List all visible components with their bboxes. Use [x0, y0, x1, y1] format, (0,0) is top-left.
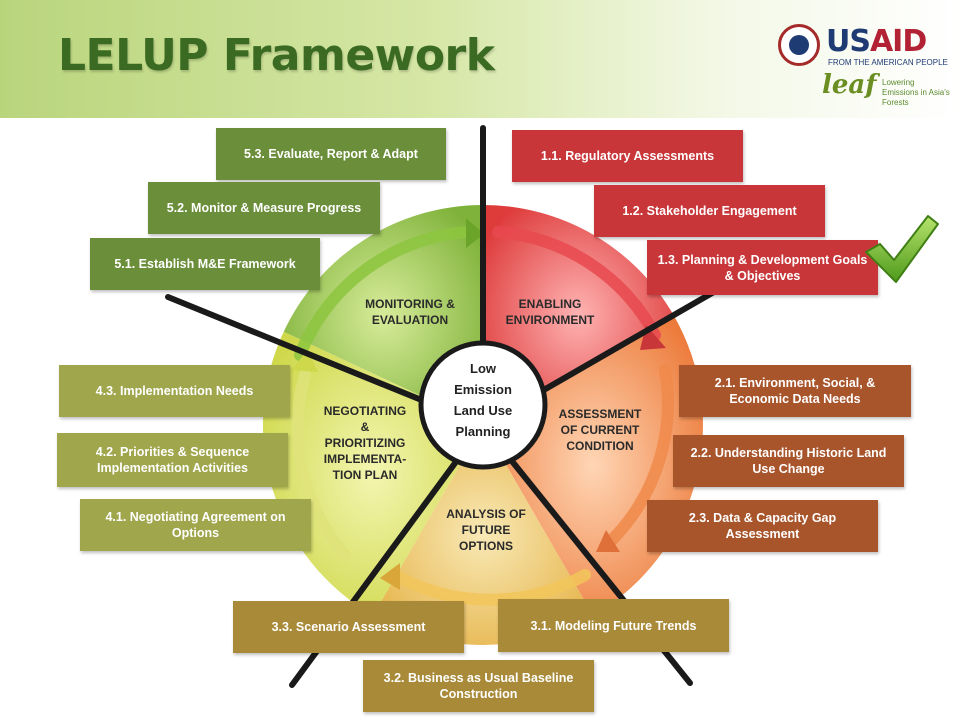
box-1-1: 1.1. Regulatory Assessments — [512, 130, 743, 182]
arrow-yellow — [389, 569, 591, 606]
center-circle — [418, 340, 548, 470]
usaid-tagline: FROM THE AMERICAN PEOPLE — [828, 58, 948, 67]
arrow-green — [294, 226, 474, 361]
box-5-1: 5.1. Establish M&E Framework — [90, 238, 320, 290]
green-checkmark-icon — [865, 215, 939, 283]
segment-label-monitoring: MONITORING &EVALUATION — [365, 297, 455, 327]
box-3-3: 3.3. Scenario Assessment — [233, 601, 464, 653]
logo-area: USAID FROM THE AMERICAN PEOPLE leaf Lowe… — [770, 18, 950, 108]
box-4-3: 4.3. Implementation Needs — [59, 365, 290, 417]
arrowhead-green — [466, 218, 484, 248]
box-3-1: 3.1. Modeling Future Trends — [498, 599, 729, 652]
arrowhead-lime — [292, 350, 318, 372]
arrowhead-yellow — [380, 563, 400, 590]
page-title: LELUP Framework — [58, 30, 495, 81]
arrow-red — [492, 226, 661, 341]
leaf-tagline: Lowering Emissions in Asia's Forests — [882, 78, 950, 107]
box-1-3: 1.3. Planning & Development Goals & Obje… — [647, 240, 878, 295]
arrow-lime — [291, 369, 351, 561]
box-4-1: 4.1. Negotiating Agreement on Options — [80, 499, 311, 551]
box-4-2: 4.2. Priorities & Sequence Implementatio… — [57, 433, 288, 487]
arrowhead-orange — [596, 530, 620, 552]
usaid-logo: USAID — [826, 24, 927, 59]
box-2-2: 2.2. Understanding Historic Land Use Cha… — [673, 435, 904, 487]
box-3-2: 3.2. Business as Usual Baseline Construc… — [363, 660, 594, 712]
box-5-3: 5.3. Evaluate, Report & Adapt — [216, 128, 446, 180]
leaf-logo: leaf — [822, 70, 877, 100]
box-2-1: 2.1. Environment, Social, & Economic Dat… — [679, 365, 911, 417]
usaid-seal-icon — [778, 24, 820, 66]
box-5-2: 5.2. Monitor & Measure Progress — [148, 182, 380, 234]
box-2-3: 2.3. Data & Capacity Gap Assessment — [647, 500, 878, 552]
box-1-2: 1.2. Stakeholder Engagement — [594, 185, 825, 237]
arrow-orange — [606, 364, 674, 546]
